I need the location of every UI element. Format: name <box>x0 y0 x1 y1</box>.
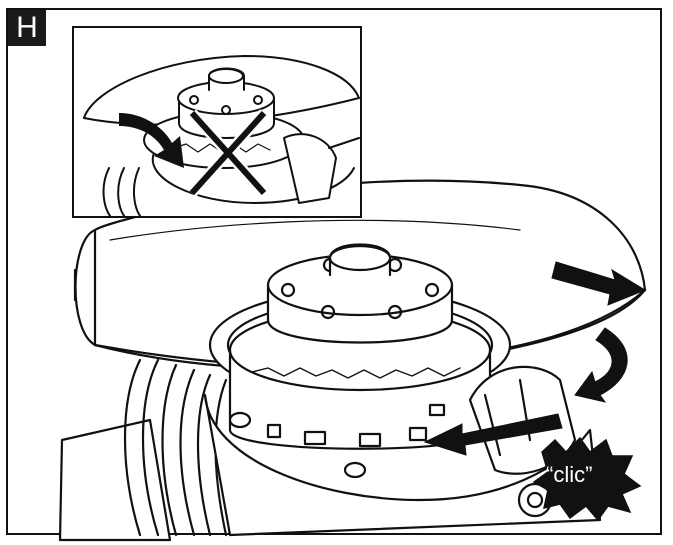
illustration-frame <box>6 8 662 535</box>
inset-arrow <box>119 113 184 168</box>
clic-burst <box>532 436 642 522</box>
rotation-arrow-icon <box>574 327 628 403</box>
inset-incorrect-view <box>72 26 362 218</box>
push-arrow-icon <box>423 413 563 456</box>
clic-callout: “clic” <box>546 462 593 487</box>
guard-rotate-arrow <box>551 261 647 306</box>
step-label: H <box>8 10 46 46</box>
